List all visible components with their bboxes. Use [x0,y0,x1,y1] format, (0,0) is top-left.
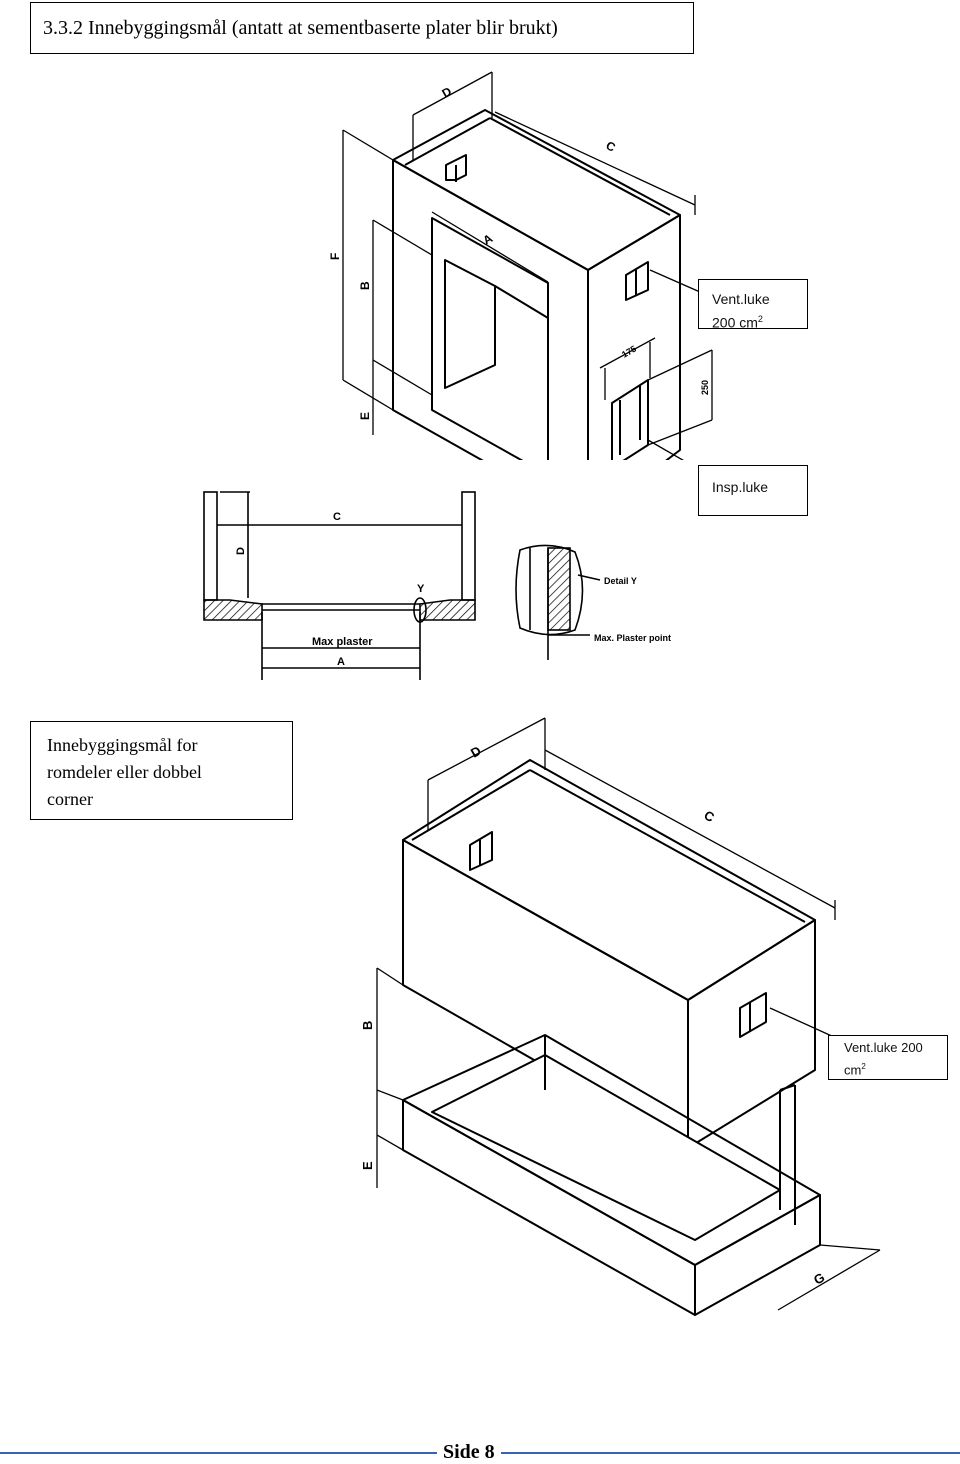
upper-top-face [402,759,816,1001]
dim-250-label: 250 [700,380,710,395]
dim-b-label: B [358,281,372,290]
vent-opening [625,261,649,301]
bottom-dim-e-label: E [360,1161,375,1170]
note-line-3: corner [47,789,93,809]
dim-a-label: A [481,231,496,248]
vent-callout-bottom: Vent.luke 200 cm2 [828,1035,948,1080]
bottom-dim-g-label: G [811,1270,827,1288]
note-line-2: romdeler eller dobbel [47,762,202,782]
note-line-1: Innebyggingsmål for [47,735,198,755]
dim-d-label: D [440,84,455,101]
figure-bottom-isometric: D C B E G [360,717,881,1316]
vent-callout-sup: 2 [757,314,763,324]
vent-callout-top: Vent.luke 200 cm2 [698,279,808,329]
dim-c-label: C [604,138,619,155]
section-c-label: C [333,511,341,523]
section-left-wall [203,491,218,601]
insp-callout-label: Insp.luke [712,479,769,495]
vent-callout-bottom-label: Vent.luke 200 [844,1040,923,1055]
section-d-label: D [235,547,247,555]
front-face [392,159,589,460]
dim-f-label: F [328,253,342,260]
vent-callout-bottom-unit: cm [844,1062,862,1078]
section-a-label: A [337,656,345,668]
right-side-face [587,214,681,460]
vent-callout-area-line: 200 cm2 [712,309,807,329]
section-y-label: Y [417,583,425,595]
vent-opening-bottom [739,992,767,1038]
dim-175-label: 175 [620,344,638,360]
section-right-wall [461,491,476,601]
section-max-plaster-label: Max plaster [312,636,373,648]
bottom-dim-c-label: C [702,807,718,825]
figure-top-isometric: D C A F B E 175 250 [328,71,713,460]
section-detail-y-label: Detail Y [604,576,637,586]
page-number: Side 8 [437,1440,501,1464]
figure-section-view: C D Y Max plaster A Detail Y Max. Plaste… [203,491,671,680]
vent-callout-bottom-sup: 2 [861,1062,866,1071]
note-box: Innebyggingsmål for romdeler eller dobbe… [30,721,293,820]
vent-callout-label: Vent.luke [712,291,770,307]
vent-callout-area: 200 cm [712,314,758,329]
upper-side-face [687,919,816,1149]
top-face [392,109,681,271]
section-heading-text: 3.3.2 Innebyggingsmål (antatt at sementb… [43,17,558,39]
insp-callout: Insp.luke [698,465,808,516]
dim-e-label: E [358,412,372,420]
bottom-dim-b-label: B [360,1021,375,1030]
vent-callout-bottom-unit-line: cm2 [844,1057,947,1079]
section-heading: 3.3.2 Innebyggingsmål (antatt at sementb… [30,2,694,54]
section-max-plaster-point-label: Max. Plaster point [594,633,671,643]
insp-opening [611,379,649,460]
front-opening [431,217,549,460]
